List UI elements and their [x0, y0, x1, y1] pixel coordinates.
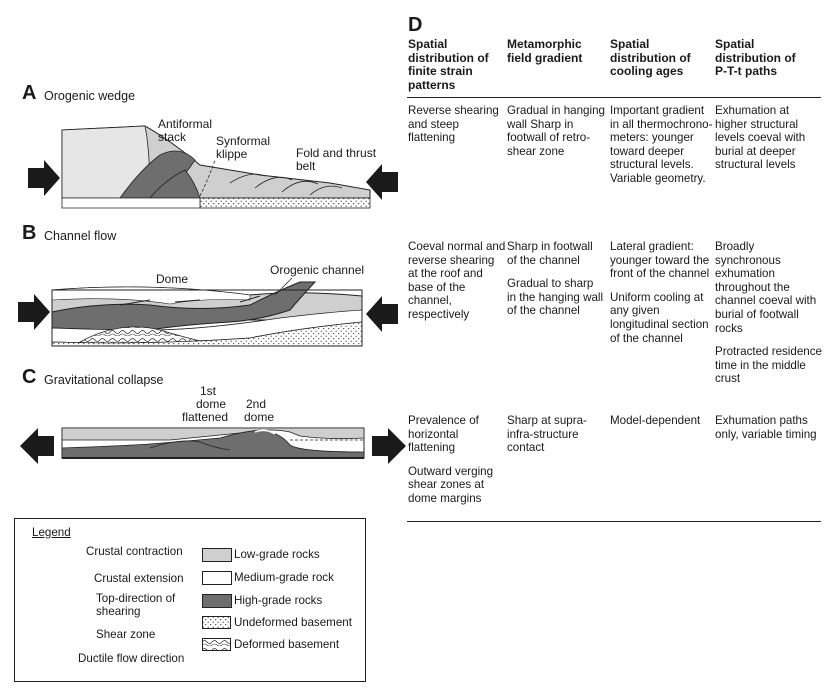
- orogenic-wedge-cross-section: [61, 125, 371, 209]
- legend-title: Legend: [32, 526, 71, 539]
- cell-c-ptt: Exhumation paths only, variable timing: [715, 414, 817, 441]
- panel-c-letter: C: [22, 366, 37, 388]
- legend-shearing-1: Top-direction of: [96, 592, 176, 605]
- gravitational-collapse-cross-section: [61, 427, 365, 459]
- panel-b-letter: B: [22, 222, 37, 244]
- contraction-arrow-left: [28, 160, 60, 196]
- extension-arrow-left: [20, 428, 54, 464]
- legend-shearing-2: shearing: [96, 605, 141, 618]
- first-dome-label-3: flattened: [182, 410, 229, 424]
- legend-contraction: Crustal contraction: [86, 545, 183, 558]
- cell-c-metamorphic: Sharp at supra-infra-structure contact: [507, 414, 587, 455]
- swatch-low-grade: [202, 548, 232, 562]
- legend-high-grade: High-grade rocks: [234, 594, 323, 607]
- fold-thrust-label-1: Fold and thrust: [296, 146, 377, 160]
- cell-a-metamorphic: Gradual in hanging wall Sharp in footwal…: [507, 104, 605, 158]
- legend-shear-zone: Shear zone: [96, 628, 156, 641]
- antiformal-label-2: stack: [158, 130, 187, 144]
- table-bottom-rule: [407, 521, 821, 522]
- cell-b-strain: Coeval normal and reverse shearing at th…: [408, 240, 506, 321]
- legend-extension: Crustal extension: [94, 572, 184, 585]
- first-dome-label-2: dome: [196, 397, 227, 411]
- orogenic-channel-label: Orogenic channel: [270, 263, 365, 277]
- legend-ductile-flow: Ductile flow direction: [78, 652, 185, 665]
- legend-deformed-basement: Deformed basement: [234, 638, 340, 651]
- synformal-label-2: klippe: [216, 147, 248, 161]
- panel-b-title: Channel flow: [44, 229, 117, 243]
- swatch-deformed-basement: [202, 638, 231, 651]
- swatch-undeformed-basement: [202, 616, 231, 629]
- first-dome-label-1: 1st: [200, 384, 217, 398]
- panel-a-letter: A: [22, 82, 37, 104]
- extension-arrow-right: [372, 428, 406, 464]
- contraction-arrow-left: [18, 294, 50, 330]
- synformal-label-1: Synformal: [216, 134, 271, 148]
- header-rule: [407, 97, 821, 98]
- panel-c-title: Gravitational collapse: [44, 373, 164, 387]
- cell-c-cooling: Model-dependent: [610, 414, 701, 427]
- second-dome-label-2: dome: [244, 410, 275, 424]
- panel-d-letter: D: [408, 14, 423, 36]
- legend: [14, 518, 366, 682]
- contraction-arrow-right: [366, 164, 398, 200]
- cell-a-strain: Reverse shearing and steep flattening: [408, 104, 499, 145]
- cell-b-ptt: Broadly synchronous exhumation throughou…: [715, 240, 822, 386]
- legend-undeformed-basement: Undeformed basement: [234, 616, 352, 629]
- legend-medium-grade: Medium-grade rock: [234, 571, 334, 584]
- swatch-high-grade: [202, 594, 232, 608]
- swatch-medium-grade: [202, 571, 232, 585]
- fold-thrust-label-2: belt: [296, 159, 316, 173]
- panel-a-title: Orogenic wedge: [44, 89, 136, 103]
- legend-low-grade: Low-grade rocks: [234, 548, 320, 561]
- cell-a-cooling: Important gradient in all thermochrono-m…: [610, 104, 713, 185]
- cell-a-ptt: Exhumation at higher structural levels c…: [715, 104, 806, 172]
- antiformal-label-1: Antiformal: [158, 117, 213, 131]
- cell-b-cooling: Lateral gradient: younger toward the fro…: [610, 240, 710, 345]
- contraction-arrow-right: [366, 296, 398, 332]
- second-dome-label-1: 2nd: [246, 397, 267, 411]
- channel-flow-cross-section: [51, 281, 363, 347]
- dome-label: Dome: [156, 272, 189, 286]
